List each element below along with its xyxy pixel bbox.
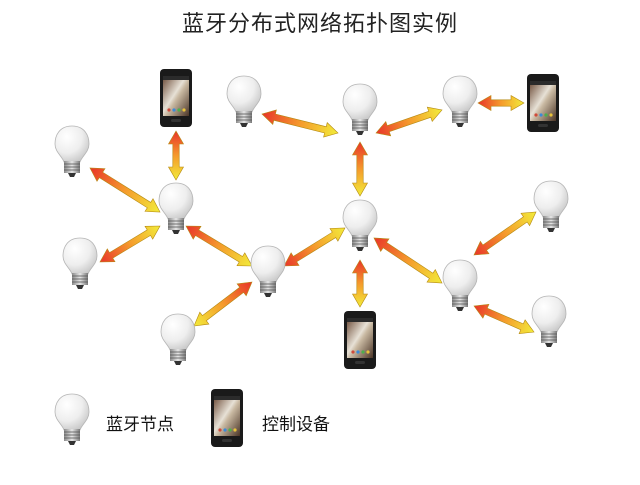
smartphone-icon-p2 xyxy=(527,74,559,132)
connection-arrow-b2-b3 xyxy=(375,106,443,137)
light-bulb-icon-b12 xyxy=(531,295,567,348)
network-nodes xyxy=(54,69,569,369)
light-bulb-icon-b10 xyxy=(442,259,478,312)
light-bulb-icon-b8 xyxy=(62,237,98,290)
light-bulb-icon-b3 xyxy=(442,75,478,128)
diagram-title: 蓝牙分布式网络拓扑图实例 xyxy=(181,12,458,37)
connection-arrow-b9-b6 xyxy=(283,227,346,267)
light-bulb-icon-b2 xyxy=(342,83,378,136)
connection-arrow-b5-b9 xyxy=(185,225,253,267)
light-bulb-icon-b7 xyxy=(533,180,569,233)
light-bulb-icon-b1 xyxy=(226,75,262,128)
light-bulb-icon-b11 xyxy=(160,313,196,366)
connection-arrow-b9-b11 xyxy=(193,281,253,327)
smartphone-icon-p1 xyxy=(160,69,192,127)
legend-device-label: 控制设备 xyxy=(262,415,330,435)
light-bulb-icon-b6 xyxy=(342,199,378,252)
legend-node-label: 蓝牙节点 xyxy=(106,415,174,435)
light-bulb-icon-b9 xyxy=(250,245,286,298)
smartphone-icon-p3 xyxy=(344,311,376,369)
connection-arrow-b10-b7 xyxy=(473,211,537,256)
connection-arrow-b4-b5 xyxy=(89,167,161,213)
connection-arrow-b3-p2 xyxy=(477,94,525,112)
connection-arrow-b2-b6 xyxy=(351,141,369,197)
connection-arrow-b10-b12 xyxy=(473,303,535,335)
connection-arrows xyxy=(89,94,537,335)
legend-light-bulb-icon xyxy=(54,393,90,446)
light-bulb-icon-b4 xyxy=(54,125,90,178)
connection-arrow-b8-b5 xyxy=(99,225,161,263)
connection-arrow-b6-p3 xyxy=(351,259,369,308)
legend-smartphone-icon xyxy=(211,389,243,447)
connection-arrow-p1-b5 xyxy=(167,130,185,181)
connection-arrow-b6-b10 xyxy=(373,237,443,284)
connection-arrow-b1-b2 xyxy=(261,109,339,138)
